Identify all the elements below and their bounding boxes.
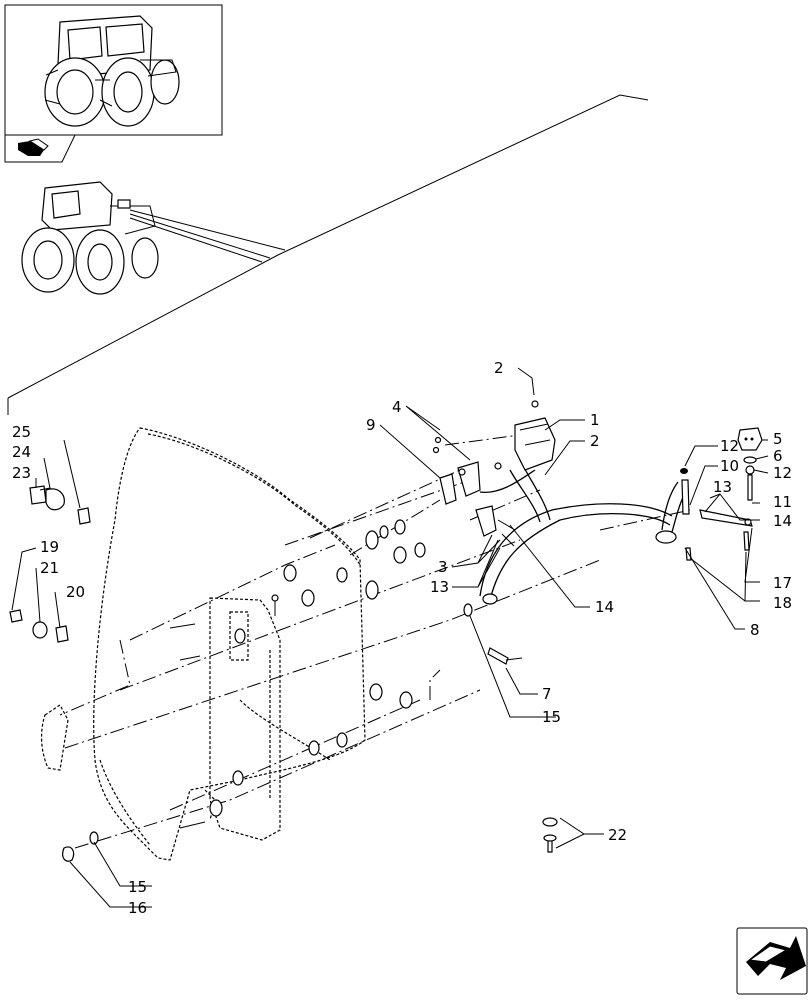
brackets: [432, 436, 516, 547]
callout-9: 9: [366, 416, 376, 434]
loose-parts: [9, 485, 99, 862]
callouts: 2 1 2 4 9 25 24 23 19 21 20 3 13 14 12 5…: [12, 359, 792, 917]
callout-23: 23: [12, 464, 31, 482]
callout-2a: 2: [494, 359, 504, 377]
callout-8: 8: [750, 621, 760, 639]
leader-lines: [11, 367, 769, 908]
callout-12b: 12: [773, 464, 792, 482]
callout-24: 24: [12, 443, 31, 461]
callout-18: 18: [773, 594, 792, 612]
right-fittings: [680, 427, 763, 561]
callout-14b: 14: [773, 512, 792, 530]
callout-4: 4: [392, 398, 402, 416]
callout-15a: 15: [542, 708, 561, 726]
callout-13a: 13: [430, 578, 449, 596]
callout-10: 10: [720, 457, 739, 475]
tractor-rear-icon: [21, 181, 286, 295]
callout-15b: 15: [128, 878, 147, 896]
callout-7: 7: [542, 685, 552, 703]
callout-5: 5: [773, 430, 783, 448]
thumbnail-frame: [4, 4, 223, 136]
next-page-arrow-icon[interactable]: [736, 927, 808, 995]
callout-21: 21: [40, 559, 59, 577]
callout-16: 16: [128, 899, 147, 917]
cover-part: [514, 400, 556, 471]
misc-parts: [463, 603, 558, 853]
callout-2b: 2: [590, 432, 600, 450]
tractor-overview-icon: [44, 15, 180, 127]
callout-11: 11: [773, 493, 792, 511]
assembly-lines: [59, 434, 691, 849]
callout-20: 20: [66, 583, 85, 601]
callout-25: 25: [12, 423, 31, 441]
callout-3: 3: [438, 558, 448, 576]
callout-22: 22: [608, 826, 627, 844]
clamps: [169, 519, 426, 829]
folder-tab-icon: [4, 134, 76, 163]
callout-14a: 14: [595, 598, 614, 616]
fuel-tube: [479, 459, 689, 605]
callout-12a: 12: [720, 437, 739, 455]
callout-1: 1: [590, 411, 600, 429]
callout-6: 6: [773, 447, 783, 465]
callout-13b: 13: [713, 478, 732, 496]
callout-19: 19: [40, 538, 59, 556]
callout-17: 17: [773, 574, 792, 592]
